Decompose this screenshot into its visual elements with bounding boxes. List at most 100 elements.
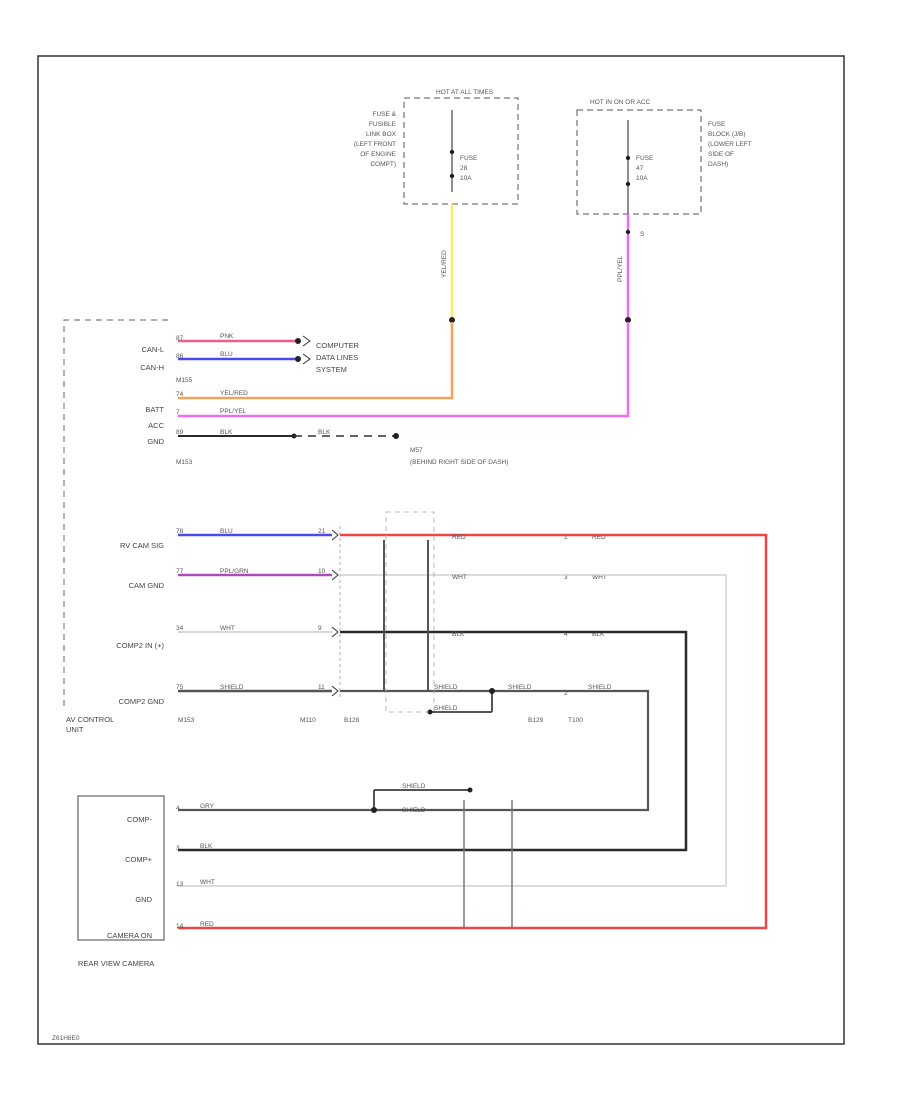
shield-label-1: SHIELD [434, 684, 458, 691]
fuse-right-header: HOT IN ON OR ACC [590, 99, 650, 106]
fuse-left-location-4: (LEFT FRONT [354, 141, 396, 148]
av-pin-75: 75 [176, 684, 184, 691]
wire-orange [178, 322, 454, 400]
fuse-left-rating: 10A [460, 175, 472, 182]
wire-wht-long [178, 574, 727, 887]
mid-color-red: RED [452, 534, 466, 541]
fuse-right-rating: 10A [636, 175, 648, 182]
mid-pin-2: 10 [318, 568, 326, 575]
mid-pin-1: 21 [318, 528, 326, 535]
wire-label-can-h: BLU [220, 351, 233, 358]
shield-label-3: SHIELD [508, 684, 532, 691]
wire-red-long [178, 533, 768, 930]
av-pin-comp2-gnd: COMP2 GND [119, 697, 165, 706]
camera-pin-3: 3 [176, 845, 180, 852]
av-pin-can-h-num: 86 [176, 353, 184, 360]
camera-shield-label-1: SHIELD [402, 783, 426, 790]
wire-label-comp2-wht: WHT [220, 625, 235, 632]
av-pin-acc-num: 7 [176, 409, 180, 416]
av-pin-gnd-num: 89 [176, 429, 184, 436]
far-color-3: BLK [592, 631, 605, 638]
wire-label-ground: BLK [318, 429, 331, 436]
conn-id-4: B129 [528, 717, 544, 724]
av-unit-name-1: AV CONTROL [66, 715, 114, 724]
far-pin-4: 2 [564, 690, 568, 697]
far-pin-3: 4 [564, 631, 568, 638]
camera-wire-blk: BLK [200, 843, 213, 850]
mid-pin-4: 11 [318, 684, 325, 691]
camera-wire-wht: WHT [200, 879, 215, 886]
fuse-right-splice-mark: S [640, 231, 645, 238]
fuse-left-location-5: OF ENGINE [360, 151, 396, 158]
camera-wire-red: RED [200, 921, 214, 928]
av-pin-gnd: GND [147, 437, 164, 446]
fuse-left-location-3: LINK BOX [366, 131, 397, 138]
camera-pin-4: 4 [176, 805, 180, 812]
conn-id-1: M153 [178, 717, 195, 724]
fuse-right-location-2: BLOCK (J/B) [708, 131, 746, 138]
camera-pin-comp-minus: COMP- [127, 815, 153, 824]
far-pin-1: 1 [564, 534, 568, 541]
wire-label-ppl-yel-vertical: PPL/YEL [617, 255, 624, 282]
av-pin-can-h: CAN-H [140, 363, 164, 372]
wire-label-cam-gnd: PPL/GRN [220, 568, 249, 575]
camera-pin-gnd: GND [135, 895, 152, 904]
fuse-right-location-4: SIDE OF [708, 151, 734, 158]
av-unit-name-2: UNIT [66, 725, 84, 734]
wire-pink-acc [178, 322, 630, 418]
fuse-left-label: FUSE [460, 155, 478, 162]
av-pin-batt: BATT [145, 405, 164, 414]
av-pin-rv-cam-sig: RV CAM SIG [120, 541, 164, 550]
fuse-right-location-5: DASH) [708, 161, 728, 168]
footer-code: Z61H8E0 [52, 1035, 80, 1042]
far-pin-2: 3 [564, 574, 568, 581]
camera-harness: SHIELD SHIELD [178, 533, 768, 930]
conn-id-2: M110 [300, 717, 316, 724]
av-pin-comp2-in: COMP2 IN (+) [116, 641, 164, 650]
connector-power-id: M153 [176, 459, 193, 466]
fuse-right-location-3: (LOWER LEFT [708, 141, 752, 148]
camera-pin-camera-on: CAMERA ON [107, 931, 152, 940]
camera-pin-13: 13 [176, 881, 184, 888]
fuse-box-left: HOT AT ALL TIMES FUSE & FUSIBLE LINK BOX… [354, 89, 519, 205]
fuse-left-location-2: FUSIBLE [369, 121, 397, 128]
ground-location: (BEHIND RIGHT SIDE OF DASH) [410, 459, 508, 466]
mid-pin-3: 9 [318, 625, 322, 632]
av-pin-77: 77 [176, 568, 184, 575]
mid-color-wht: WHT [452, 574, 467, 581]
fuse-box-right: HOT IN ON OR ACC FUSE BLOCK (J/B) (LOWER… [576, 99, 752, 238]
camera-pin-14: 14 [176, 923, 184, 930]
computer-data-lines-2: DATA LINES [316, 353, 358, 362]
wire-label-can-l: PNK [220, 333, 234, 340]
wire-label-gnd: BLK [220, 429, 233, 436]
av-pin-can-l-num: 87 [176, 335, 184, 342]
fuse-right-label: FUSE [636, 155, 654, 162]
conn-id-3: B128 [344, 717, 360, 724]
av-pin-batt-num: 74 [176, 391, 184, 398]
diagram-frame [37, 55, 845, 1045]
av-pin-acc: ACC [148, 421, 164, 430]
wire-label-batt: YEL/RED [220, 390, 248, 397]
fuse-left-header: HOT AT ALL TIMES [436, 89, 494, 96]
far-color-4: SHIELD [588, 684, 612, 691]
conn-id-5: T100 [568, 717, 583, 724]
ground-id: M57 [410, 447, 423, 454]
fuse-left-location-6: COMPT) [370, 161, 396, 168]
mid-color-blk: BLK [452, 631, 465, 638]
wire-label-rv-blu: BLU [220, 528, 233, 535]
computer-data-lines-3: SYSTEM [316, 365, 347, 374]
shield-label-2: SHIELD [434, 705, 458, 712]
camera-shield-label-2: SHIELD [402, 807, 426, 814]
camera-pin-comp-plus: COMP+ [125, 855, 153, 864]
wire-label-comp2-shield: SHIELD [220, 684, 244, 691]
camera-wire-gry: GRY [200, 803, 215, 810]
fuse-right-location-1: FUSE [708, 121, 726, 128]
computer-data-lines-1: COMPUTER [316, 341, 360, 350]
wire-blk-long [178, 630, 688, 852]
wire-label-yel-red-vertical: YEL/RED [441, 250, 448, 278]
far-color-1: RED [592, 534, 606, 541]
av-control-unit: AV CONTROL UNIT CAN-L CAN-H 87 86 PNK BL… [63, 319, 612, 734]
camera-title: REAR VIEW CAMERA [78, 959, 154, 968]
av-pin-can-l: CAN-L [141, 345, 164, 354]
